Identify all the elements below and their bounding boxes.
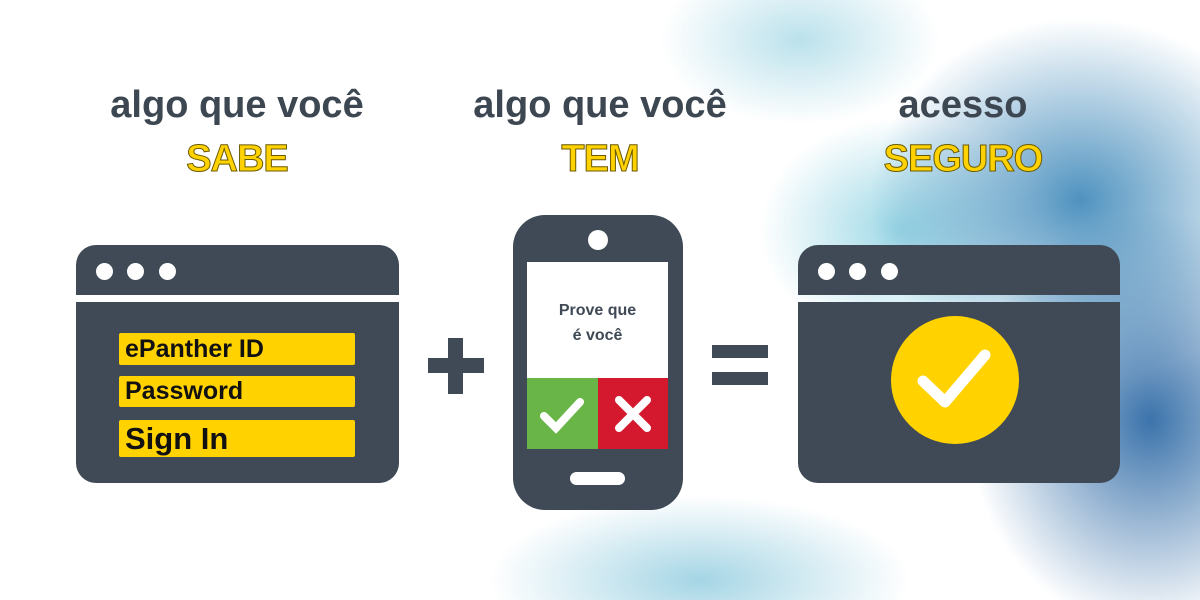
- heading-have: algo que você: [473, 84, 727, 126]
- camera-icon: [588, 230, 608, 250]
- window-dot: [127, 263, 144, 280]
- username-field[interactable]: ePanther ID: [119, 333, 355, 365]
- sign-in-button[interactable]: Sign In: [119, 420, 355, 457]
- secure-window: [798, 245, 1120, 483]
- window-dot: [96, 263, 113, 280]
- phone: Prove que é você: [513, 215, 683, 510]
- plus-icon: [428, 338, 484, 394]
- login-window: ePanther ID Password Sign In: [76, 245, 399, 483]
- window-titlebar: [76, 245, 399, 295]
- window-dot: [881, 263, 898, 280]
- deny-button[interactable]: [598, 378, 668, 449]
- phone-screen: Prove que é você: [527, 262, 668, 378]
- prompt-line2: é você: [572, 327, 623, 344]
- heading-know: algo que você: [110, 84, 364, 126]
- window-dot: [849, 263, 866, 280]
- home-button[interactable]: [570, 472, 625, 485]
- heading-know-emphasis: SABE: [186, 138, 290, 181]
- x-icon: [615, 396, 651, 432]
- window-dot: [818, 263, 835, 280]
- approve-button[interactable]: [527, 378, 598, 449]
- check-icon: [540, 398, 584, 434]
- window-dot: [159, 263, 176, 280]
- prompt-line1: Prove que: [558, 302, 637, 319]
- window-titlebar: [798, 245, 1120, 295]
- check-circle-icon: [891, 316, 1019, 444]
- password-field[interactable]: Password: [119, 376, 355, 407]
- heading-have-emphasis: TEM: [561, 138, 640, 181]
- equals-icon: [712, 345, 768, 385]
- heading-access: acesso: [898, 84, 1028, 126]
- heading-access-emphasis: SEGURO: [883, 138, 1044, 181]
